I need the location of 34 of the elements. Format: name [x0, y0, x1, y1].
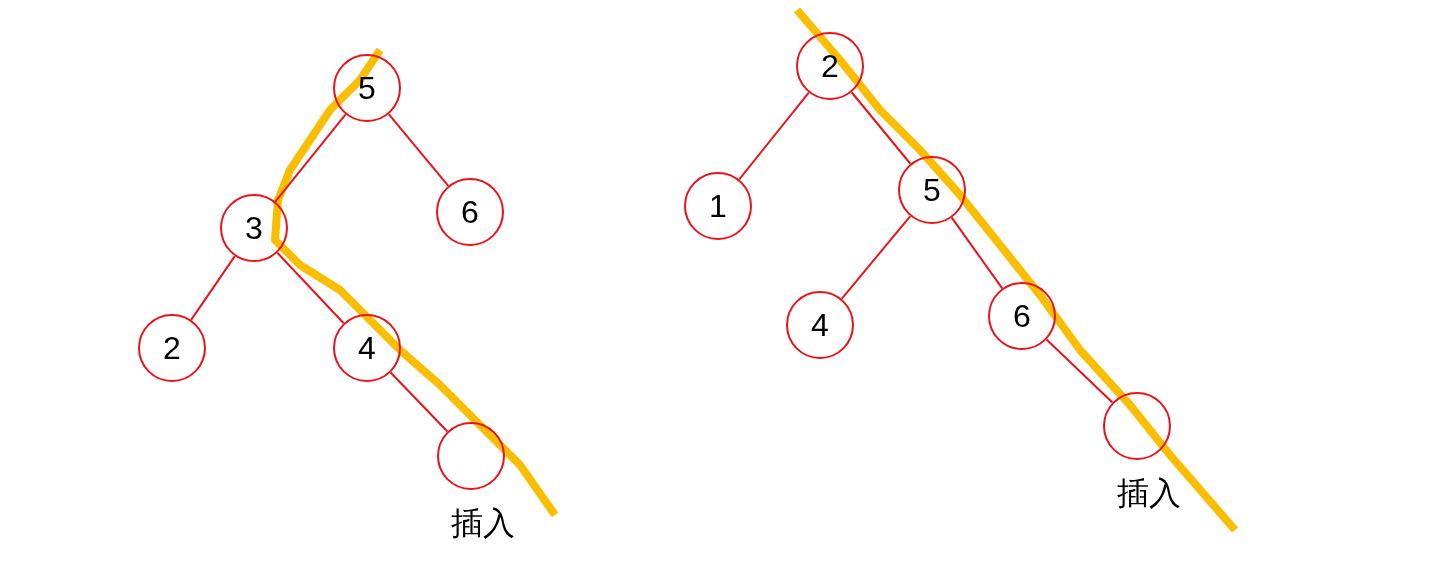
- node-number: 1: [709, 190, 727, 222]
- node-number: 2: [163, 332, 181, 364]
- tree-node: [684, 172, 752, 240]
- tree-node: [898, 156, 966, 224]
- node-number: 6: [1013, 300, 1031, 332]
- tree-edge: [387, 113, 450, 187]
- node-number: 3: [245, 212, 263, 244]
- tree-edge: [274, 113, 347, 203]
- tree-node: [436, 178, 504, 246]
- node-number: 6: [461, 196, 479, 228]
- insert-label: 插入: [451, 507, 515, 539]
- node-number: 4: [358, 332, 376, 364]
- node-number: 5: [923, 174, 941, 206]
- node-number: 5: [358, 72, 376, 104]
- tree-edge: [389, 371, 449, 433]
- tree-edge: [190, 255, 236, 321]
- tree-node: [138, 314, 206, 382]
- node-number: 4: [811, 309, 829, 341]
- empty-node: [437, 422, 505, 490]
- tree-edge: [850, 91, 912, 165]
- tree-edge: [840, 215, 912, 300]
- tree-edge: [738, 91, 810, 181]
- tree-node: [333, 314, 401, 382]
- node-number: 2: [821, 50, 839, 82]
- tree-node: [988, 282, 1056, 350]
- tree-node: [796, 32, 864, 100]
- tree-edge: [1045, 338, 1114, 404]
- tree-edge: [950, 216, 1004, 290]
- tree-node: [786, 291, 854, 359]
- insert-label: 插入: [1117, 477, 1181, 509]
- tree-edge: [276, 251, 345, 325]
- tree-node: [333, 54, 401, 122]
- empty-node: [1103, 392, 1171, 460]
- tree-node: [220, 194, 288, 262]
